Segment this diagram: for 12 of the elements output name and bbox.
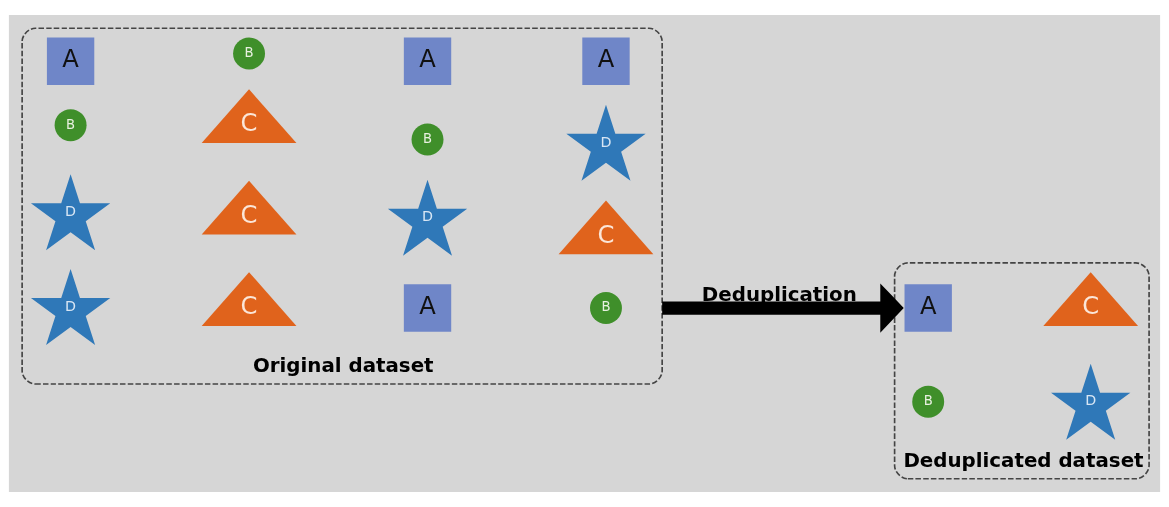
node-circle: B xyxy=(411,123,444,156)
arrow xyxy=(662,283,904,333)
node-circle: B xyxy=(233,37,266,70)
node-box: A xyxy=(46,37,95,85)
node-circle: B xyxy=(590,292,622,324)
node-box: A xyxy=(582,37,630,85)
node-box: A xyxy=(403,37,452,85)
node-circle: B xyxy=(54,109,87,142)
node-box: A xyxy=(904,284,952,332)
node-box: A xyxy=(403,284,452,332)
edge-label: Deduplication xyxy=(701,282,857,306)
node-circle: B xyxy=(912,385,945,418)
